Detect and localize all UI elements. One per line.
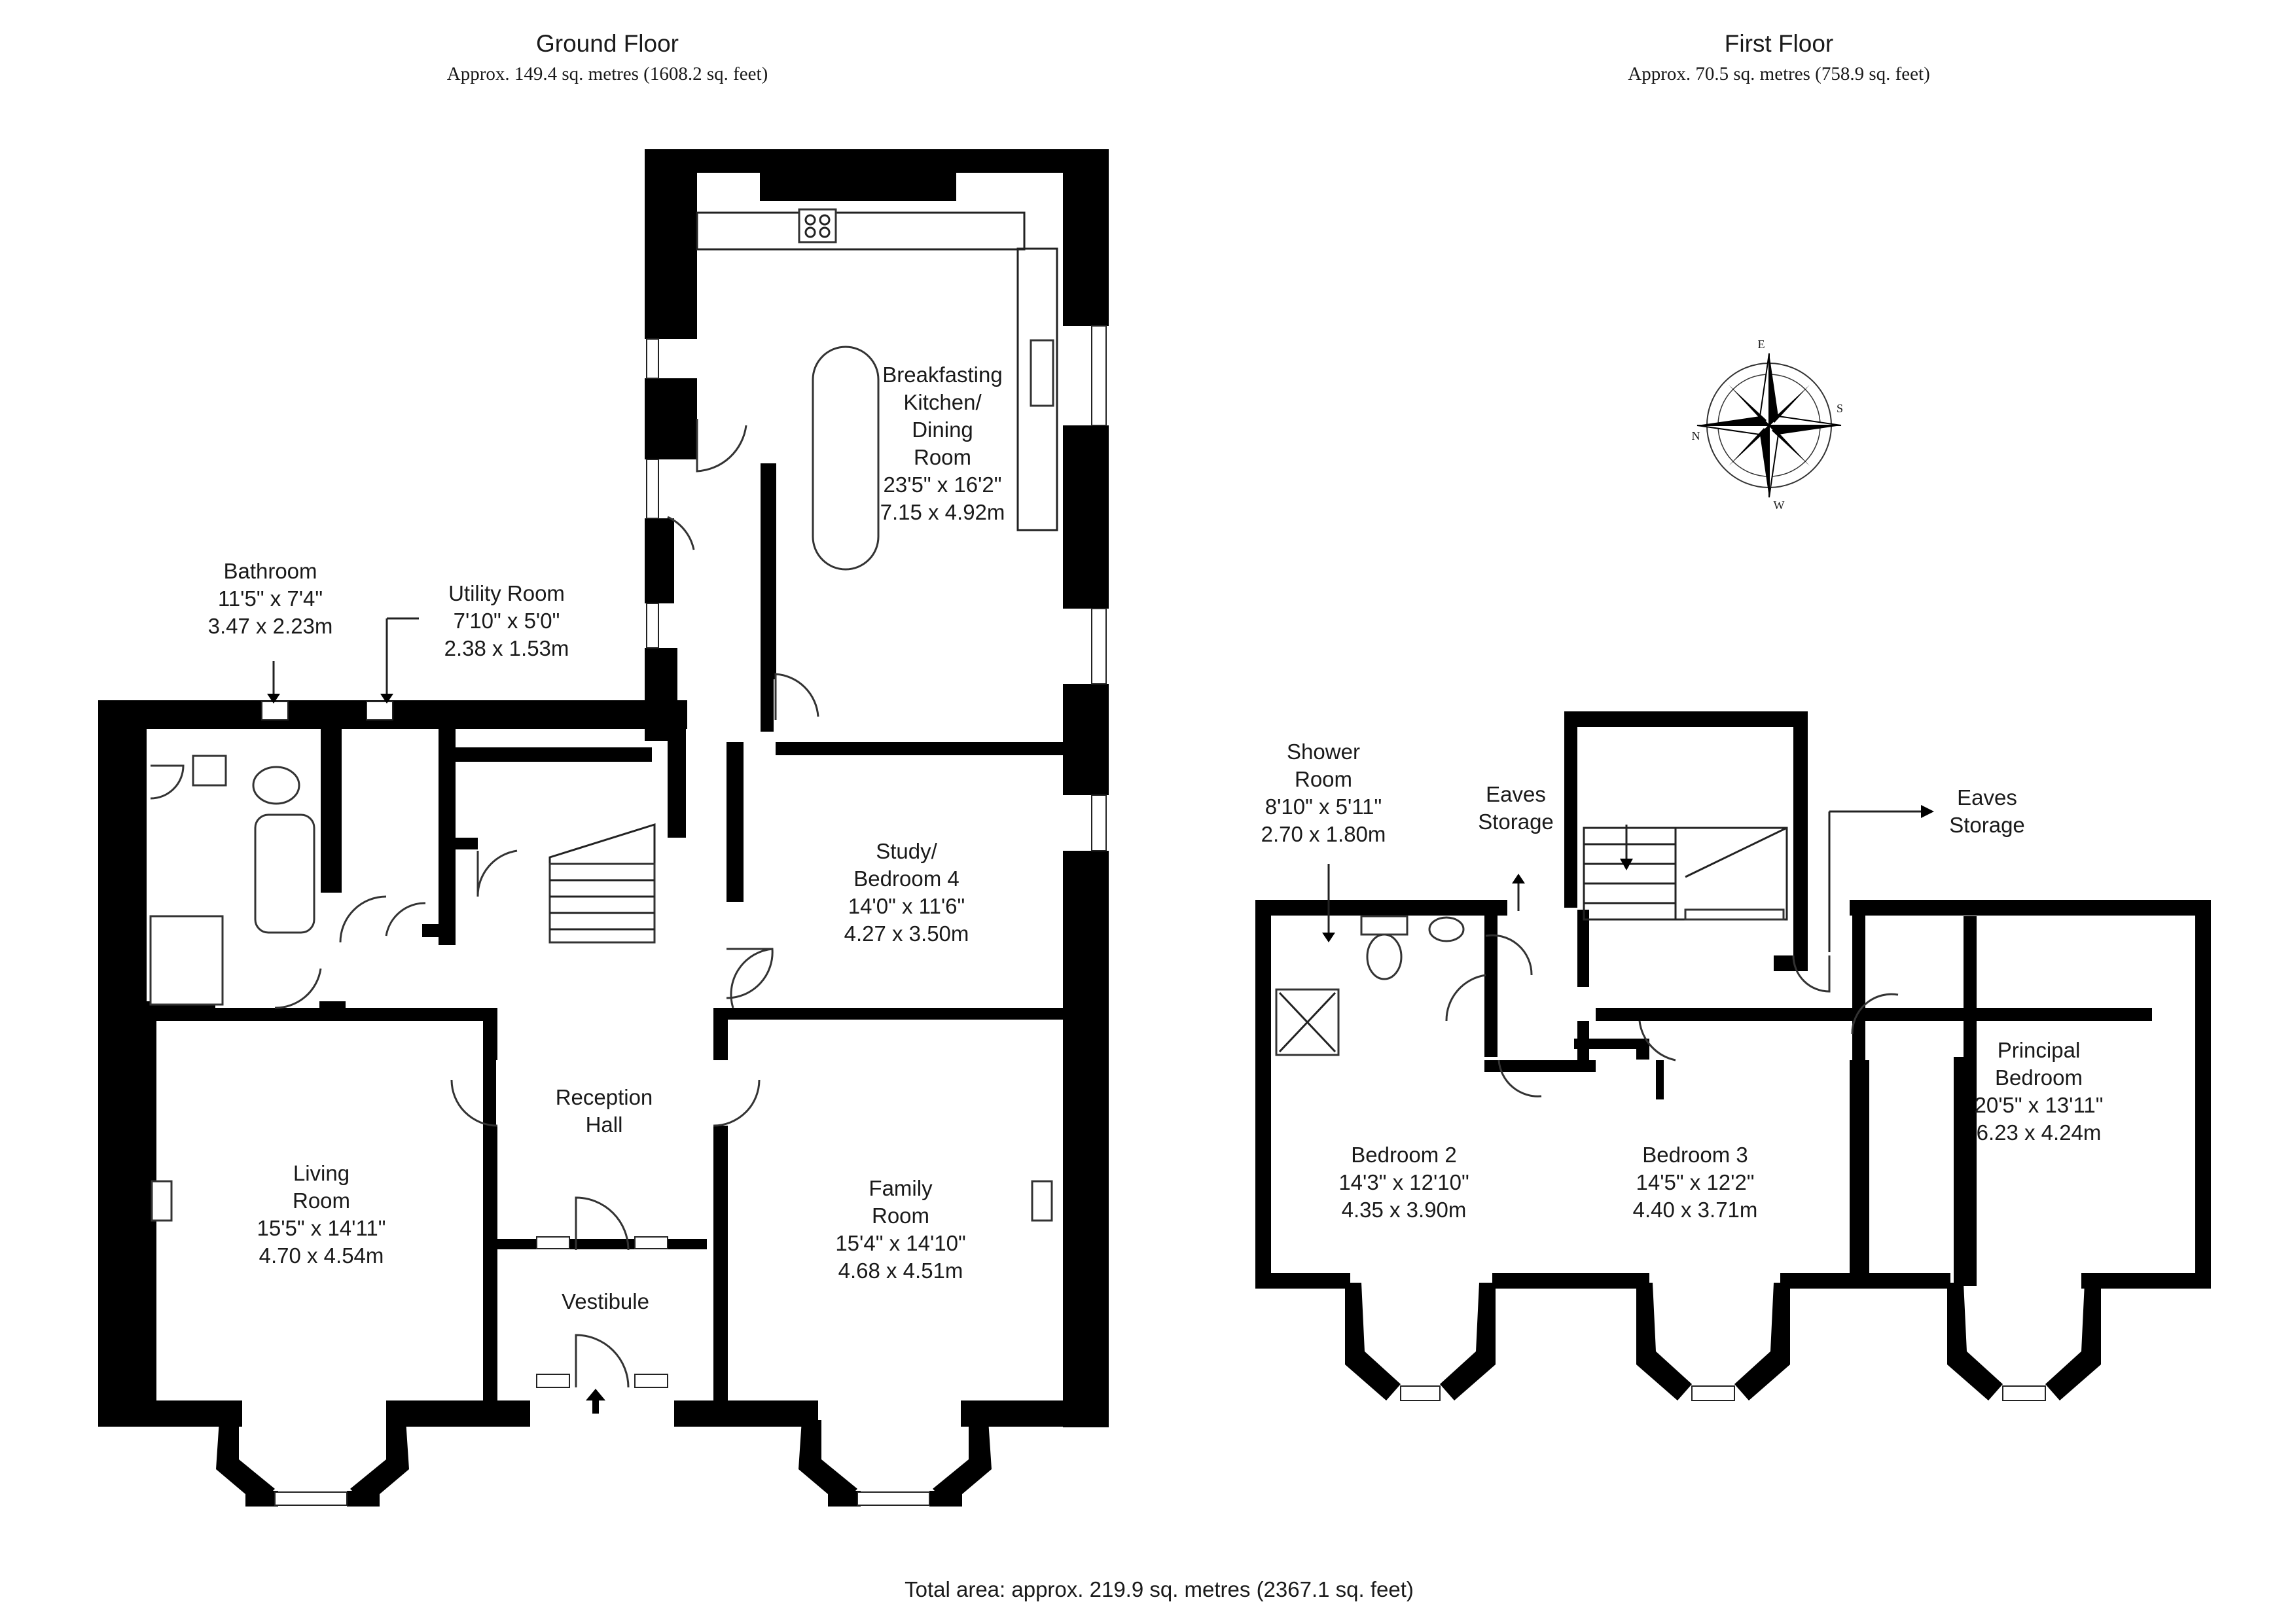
- room-label-line: 11'5" x 7'4": [218, 586, 323, 611]
- ground-floor-fixtures: [149, 208, 1058, 1414]
- room-label-line: Living: [293, 1161, 350, 1185]
- room-label-line: 6.23 x 4.24m: [1977, 1120, 2102, 1145]
- room-label-line: Room: [914, 445, 971, 469]
- compass-w: W: [1774, 499, 1785, 512]
- room-label-line: 15'4" x 14'10": [835, 1231, 965, 1255]
- first-floor-title: First Floor: [1725, 30, 1834, 57]
- room-label-line: Bedroom 4: [853, 866, 959, 891]
- room-label-line: Shower: [1287, 740, 1360, 764]
- room-label-line: 4.68 x 4.51m: [838, 1258, 963, 1283]
- room-label-line: 7.15 x 4.92m: [880, 500, 1005, 524]
- room-label-line: 4.27 x 3.50m: [844, 921, 969, 946]
- room-label-bedroom3: Bedroom 3 14'5" x 12'2" 4.40 x 3.71m: [1633, 1143, 1758, 1222]
- compass-e: E: [1758, 338, 1765, 351]
- room-label-line: Kitchen/: [903, 390, 982, 414]
- room-label-line: Reception: [556, 1085, 653, 1109]
- compass-s: S: [1837, 402, 1843, 415]
- room-label-line: 14'3" x 12'10": [1338, 1170, 1469, 1194]
- room-label-line: 15'5" x 14'11": [257, 1216, 386, 1240]
- compass-n: N: [1692, 429, 1700, 442]
- first-floor-area: Approx. 70.5 sq. metres (758.9 sq. feet): [1628, 63, 1930, 84]
- room-label-bathroom: Bathroom 11'5" x 7'4" 3.47 x 2.23m: [208, 559, 333, 638]
- room-label-line: Dining: [912, 418, 973, 442]
- room-label-line: Vestibule: [562, 1289, 649, 1313]
- room-label-line: 7'10" x 5'0": [454, 609, 560, 633]
- room-label-line: Eaves: [1957, 785, 2017, 810]
- room-label-line: 4.40 x 3.71m: [1633, 1198, 1758, 1222]
- room-label-line: Room: [293, 1188, 350, 1213]
- room-label-line: Breakfasting: [882, 363, 1002, 387]
- room-label-line: 8'10" x 5'11": [1265, 794, 1382, 819]
- room-label-study: Study/Bedroom 4 14'0" x 11'6" 4.27 x 3.50m: [844, 839, 969, 946]
- room-label-line: 4.35 x 3.90m: [1342, 1198, 1467, 1222]
- room-label-line: 4.70 x 4.54m: [259, 1243, 384, 1268]
- room-label-line: Bedroom 2: [1351, 1143, 1456, 1167]
- label-leaders: [267, 617, 1934, 952]
- room-label-line: Storage: [1949, 813, 2025, 837]
- room-label-line: Hall: [586, 1113, 623, 1137]
- room-label-utility: Utility Room 7'10" x 5'0" 2.38 x 1.53m: [444, 581, 569, 660]
- ground-floor-windows: [261, 325, 1107, 1506]
- room-label-line: Family: [869, 1176, 933, 1200]
- room-label-line: Bedroom 3: [1642, 1143, 1748, 1167]
- room-label-line: Study/: [876, 839, 937, 863]
- ground-floor-doors: [150, 419, 819, 1388]
- ground-floor-area: Approx. 149.4 sq. metres (1608.2 sq. fee…: [447, 63, 768, 84]
- room-label-line: Principal: [1998, 1038, 2081, 1062]
- first-floor-walls: [1255, 711, 2211, 1400]
- room-label-bedroom2: Bedroom 2 14'3" x 12'10" 4.35 x 3.90m: [1338, 1143, 1469, 1222]
- ground-floor-walls: [98, 149, 1109, 1507]
- first-floor-fixtures: [1275, 825, 1788, 1056]
- room-label-line: 14'0" x 11'6": [848, 894, 965, 918]
- room-label-line: Room: [1295, 767, 1352, 791]
- room-label-line: Bathroom: [223, 559, 317, 583]
- room-label-line: 2.70 x 1.80m: [1261, 822, 1386, 846]
- first-floor-windows: [1400, 1385, 2046, 1401]
- total-area: Total area: approx. 219.9 sq. metres (23…: [905, 1577, 1414, 1601]
- room-label-line: 20'5" x 13'11": [1975, 1093, 2104, 1117]
- room-label-line: Storage: [1478, 810, 1554, 834]
- room-label-line: 2.38 x 1.53m: [444, 636, 569, 660]
- room-label-line: Bedroom: [1995, 1065, 2083, 1090]
- room-label-line: Room: [872, 1204, 929, 1228]
- room-label-vestibule: Vestibule: [562, 1289, 649, 1313]
- room-label-line: 3.47 x 2.23m: [208, 614, 333, 638]
- room-label-line: Utility Room: [448, 581, 565, 605]
- room-label-line: 14'5" x 12'2": [1636, 1170, 1755, 1194]
- room-label-line: 23'5" x 16'2": [884, 473, 1002, 497]
- ground-floor-title: Ground Floor: [536, 30, 679, 57]
- room-label-line: Eaves: [1486, 782, 1546, 806]
- compass-icon: E S N W: [1692, 338, 1844, 512]
- first-floor-doors: [1445, 934, 1899, 1097]
